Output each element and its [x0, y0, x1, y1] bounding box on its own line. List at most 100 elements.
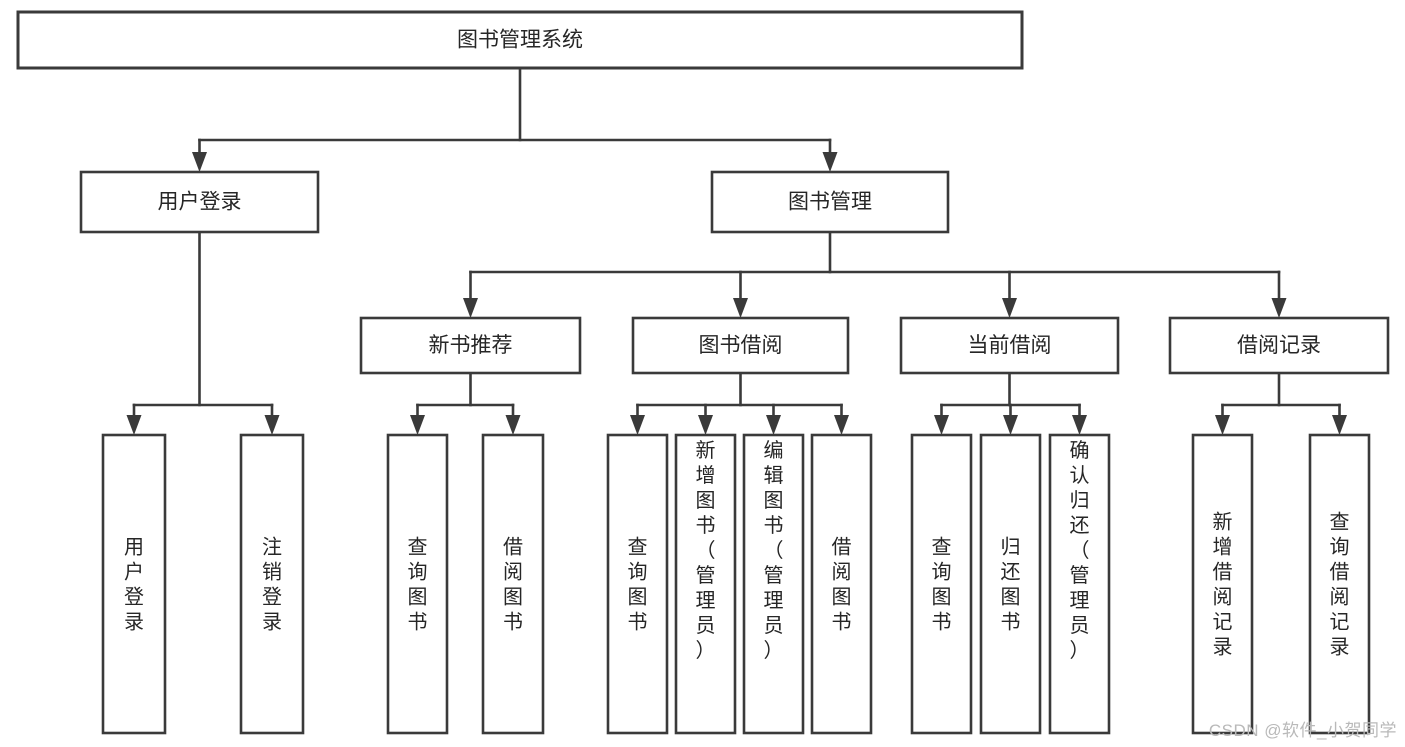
- node-label-char: 图: [503, 587, 523, 609]
- node-box-leaf-query-borrow-record[interactable]: [1308, 433, 1371, 735]
- node-box-root[interactable]: [16, 10, 1024, 70]
- arrow-head-icon: [1215, 415, 1230, 435]
- node-user-login[interactable]: 用户登录: [79, 170, 320, 234]
- node-label-char: 图: [696, 490, 716, 512]
- node-label-char: 员: [1070, 615, 1090, 637]
- node-label-char: 录: [124, 612, 144, 634]
- arrow-head-icon: [1271, 298, 1287, 318]
- node-box-borrow-record[interactable]: [1168, 316, 1390, 375]
- node-label-char: ）: [764, 639, 784, 662]
- node-label-char: 员: [696, 615, 716, 637]
- arrow-head-icon: [698, 415, 713, 435]
- node-label-char: 理: [764, 590, 784, 612]
- node-label-char: 记: [1213, 611, 1233, 634]
- node-label-char: 查: [932, 536, 952, 559]
- node-book-manage[interactable]: 图书管理: [710, 170, 950, 234]
- node-label-char: 管: [696, 564, 716, 587]
- node-label-char: 查: [628, 536, 648, 559]
- node-label-char: 询: [1330, 536, 1350, 559]
- arrow-head-icon: [1003, 415, 1018, 435]
- node-label-book-manage: 图书管理: [788, 191, 872, 214]
- node-label-char: 管: [1070, 564, 1090, 587]
- node-current-borrow[interactable]: 当前借阅: [899, 316, 1120, 375]
- node-label-char: 销: [262, 561, 282, 584]
- node-label-char: 录: [1330, 637, 1350, 659]
- node-label-char: 借: [1213, 561, 1233, 584]
- arrow-head-icon: [126, 415, 142, 435]
- node-label-char: 理: [696, 590, 716, 612]
- arrow-head-icon: [822, 152, 838, 172]
- node-label-char: 借: [1330, 561, 1350, 584]
- arrow-head-icon: [264, 415, 280, 435]
- node-label-char: 图: [932, 587, 952, 609]
- node-box-new-book-rec[interactable]: [359, 316, 582, 375]
- node-book-borrow[interactable]: 图书借阅: [631, 316, 850, 375]
- node-box-user-login[interactable]: [79, 170, 320, 234]
- node-label-char: 书: [932, 611, 952, 634]
- nodes-layer: 图书管理系统用户登录图书管理新书推荐图书借阅当前借阅借阅记录用户登录注销登录查询…: [16, 10, 1390, 735]
- node-box-book-manage[interactable]: [710, 170, 950, 234]
- node-box-leaf-borrow-book-rec[interactable]: [481, 433, 545, 735]
- node-label-char: 询: [628, 561, 648, 584]
- node-label-char: （: [1070, 539, 1090, 562]
- node-label-char: 户: [124, 561, 144, 584]
- node-label-char: 认: [1070, 464, 1090, 487]
- node-label-current-borrow: 当前借阅: [968, 334, 1052, 357]
- node-borrow-record[interactable]: 借阅记录: [1168, 316, 1390, 375]
- node-root[interactable]: 图书管理系统: [16, 10, 1024, 70]
- node-box-leaf-user-logout[interactable]: [239, 433, 305, 735]
- node-label-char: 登: [124, 586, 144, 609]
- node-label-char: 管: [764, 564, 784, 587]
- node-label-char: 书: [832, 611, 852, 634]
- edges-layer: [126, 66, 1347, 435]
- node-label-char: 新: [1213, 511, 1233, 534]
- node-label-char: 查: [408, 536, 428, 559]
- node-box-leaf-edit-book-admin[interactable]: [742, 433, 805, 735]
- arrow-head-icon: [1072, 415, 1087, 435]
- node-new-book-rec[interactable]: 新书推荐: [359, 316, 582, 375]
- arrow-head-icon: [1332, 415, 1347, 435]
- node-label-char: 查: [1330, 511, 1350, 534]
- node-label-char: 录: [1213, 637, 1233, 659]
- node-label-char: 阅: [832, 561, 852, 584]
- node-box-leaf-add-book-admin[interactable]: [674, 433, 737, 735]
- node-box-leaf-add-borrow-record[interactable]: [1191, 433, 1254, 735]
- node-box-leaf-query-book-borrow[interactable]: [606, 433, 669, 735]
- node-label-char: 还: [1001, 561, 1021, 584]
- node-label-char: 阅: [1213, 586, 1233, 609]
- arrow-head-icon: [463, 298, 478, 318]
- node-label-char: 书: [628, 611, 648, 634]
- node-box-current-borrow[interactable]: [899, 316, 1120, 375]
- node-label-char: 图: [628, 587, 648, 609]
- node-label-char: 确: [1070, 439, 1090, 462]
- node-label-book-borrow: 图书借阅: [699, 334, 783, 357]
- node-box-leaf-borrow-book[interactable]: [810, 433, 873, 735]
- node-box-leaf-return-book[interactable]: [979, 433, 1042, 735]
- node-box-leaf-query-book-current[interactable]: [910, 433, 973, 735]
- node-box-leaf-user-login[interactable]: [101, 433, 167, 735]
- node-box-leaf-confirm-return-admin[interactable]: [1048, 433, 1111, 735]
- arrow-head-icon: [192, 152, 207, 172]
- arrow-head-icon: [630, 415, 645, 435]
- node-label-char: 询: [408, 561, 428, 584]
- arrow-head-icon: [934, 415, 949, 435]
- node-label-char: 注: [262, 536, 282, 559]
- node-label-root: 图书管理系统: [457, 29, 583, 52]
- node-label-char: （: [764, 539, 784, 562]
- node-box-book-borrow[interactable]: [631, 316, 850, 375]
- node-leaf-user-login[interactable]: 用户登录: [101, 433, 167, 735]
- node-box-leaf-query-book-rec[interactable]: [386, 433, 449, 735]
